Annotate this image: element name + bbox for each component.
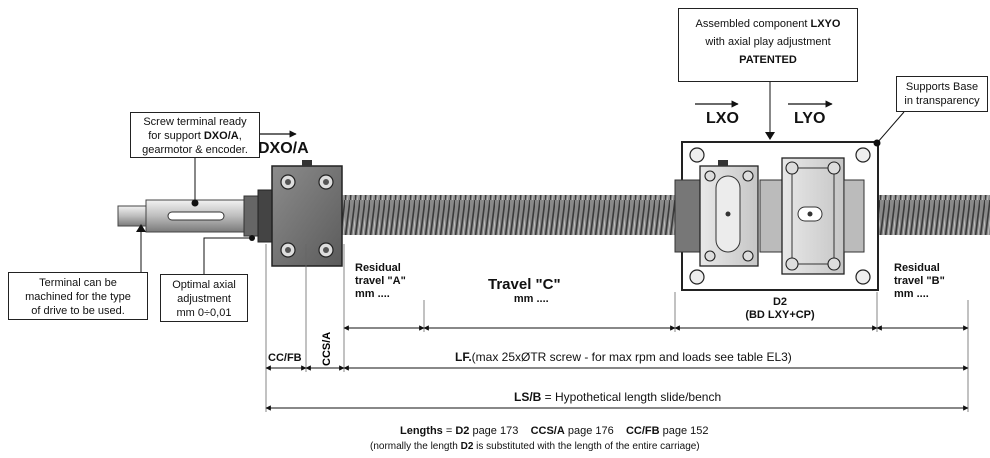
label-lxo: LXO xyxy=(706,110,739,127)
label-residual-b: Residual travel "B" mm .... xyxy=(894,262,945,300)
label-travel-c: Travel "C" mm .... xyxy=(488,276,561,305)
terminal-collar xyxy=(243,195,259,237)
label-lyo: LYO xyxy=(794,110,826,127)
label-residual-a: Residual travel "A" mm .... xyxy=(355,262,406,300)
terminal-shaft xyxy=(117,205,149,227)
callout-terminal-machined: Terminal can be machined for the type of… xyxy=(8,272,148,320)
callout-text: in transparency xyxy=(904,95,980,107)
label-d2: D2 (BD LXY+CP) xyxy=(745,296,815,321)
callout-text: machined for the type xyxy=(25,291,131,303)
base-bolts xyxy=(689,147,871,285)
callout-text: of drive to be used. xyxy=(31,305,125,317)
callout-text: Assembled component LXYO xyxy=(695,18,841,30)
lyo-side-right xyxy=(843,179,865,253)
callout-text: Supports Base xyxy=(905,81,979,93)
callout-text: for support DXO/A, xyxy=(148,130,242,142)
label-dxoa: DXO/A xyxy=(258,140,309,157)
terminal-nut xyxy=(257,189,273,243)
lyo-side-left xyxy=(759,179,783,253)
callout-text: Screw terminal ready xyxy=(143,116,247,128)
label-lf: LF.(max 25xØTR screw - for max rpm and l… xyxy=(455,350,792,364)
lxo-flange xyxy=(674,179,704,253)
callout-screw-terminal: Screw terminal ready for support DXO/A, … xyxy=(130,112,260,158)
callout-text: PATENTED xyxy=(739,54,797,66)
callout-text: adjustment xyxy=(177,293,231,305)
ccsa-dim-label: CCS/A xyxy=(321,332,333,366)
callout-text: Optimal axial xyxy=(172,279,236,291)
callout-assembled-lxyo: Assembled component LXYO with axial play… xyxy=(678,8,858,82)
dxoa-top-pin xyxy=(302,160,312,166)
callout-optimal-axial: Optimal axial adjustment mm 0÷0,01 xyxy=(160,274,248,322)
callout-text: with axial play adjustment xyxy=(705,36,831,48)
leader-lines xyxy=(140,82,905,274)
threaded-screw xyxy=(342,195,990,235)
callout-text: mm 0÷0,01 xyxy=(176,307,232,319)
footer-note: (normally the length D2 is substituted w… xyxy=(370,441,700,452)
label-ccfb: CC/FB xyxy=(268,352,302,364)
label-lsb: LS/B = Hypothetical length slide/bench xyxy=(514,390,722,404)
footer-lengths: Lengths = D2 page 173 CCS/A page 176 CC/… xyxy=(400,425,709,437)
callout-supports-base: Supports Base in transparency xyxy=(896,76,988,112)
callout-text: gearmotor & encoder. xyxy=(142,144,248,156)
terminal-slot xyxy=(167,211,225,221)
callout-text: Terminal can be xyxy=(39,277,117,289)
